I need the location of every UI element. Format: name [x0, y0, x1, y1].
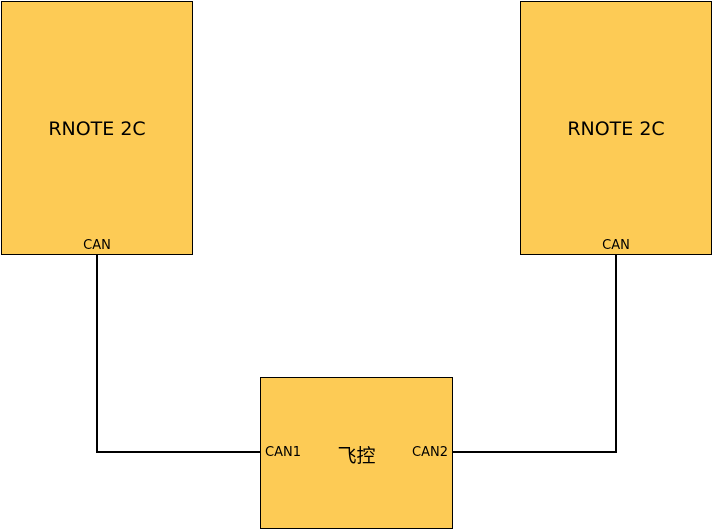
rnote-2c-right-node[interactable]: RNOTE 2C CAN: [520, 1, 712, 255]
wire-right-can-to-can2: [453, 255, 617, 453]
node-title: 飞控: [337, 445, 376, 467]
can-port-label: CAN: [83, 238, 111, 253]
flight-controller-node[interactable]: 飞控 CAN1 CAN2: [260, 377, 453, 529]
node-title: RNOTE 2C: [567, 118, 665, 140]
wire-left-can-to-can1: [96, 255, 260, 453]
rnote-2c-left-node[interactable]: RNOTE 2C CAN: [1, 1, 193, 255]
can2-port-label: CAN2: [412, 445, 448, 460]
node-title: RNOTE 2C: [48, 118, 146, 140]
can1-port-label: CAN1: [265, 445, 301, 460]
can-port-label: CAN: [602, 238, 630, 253]
